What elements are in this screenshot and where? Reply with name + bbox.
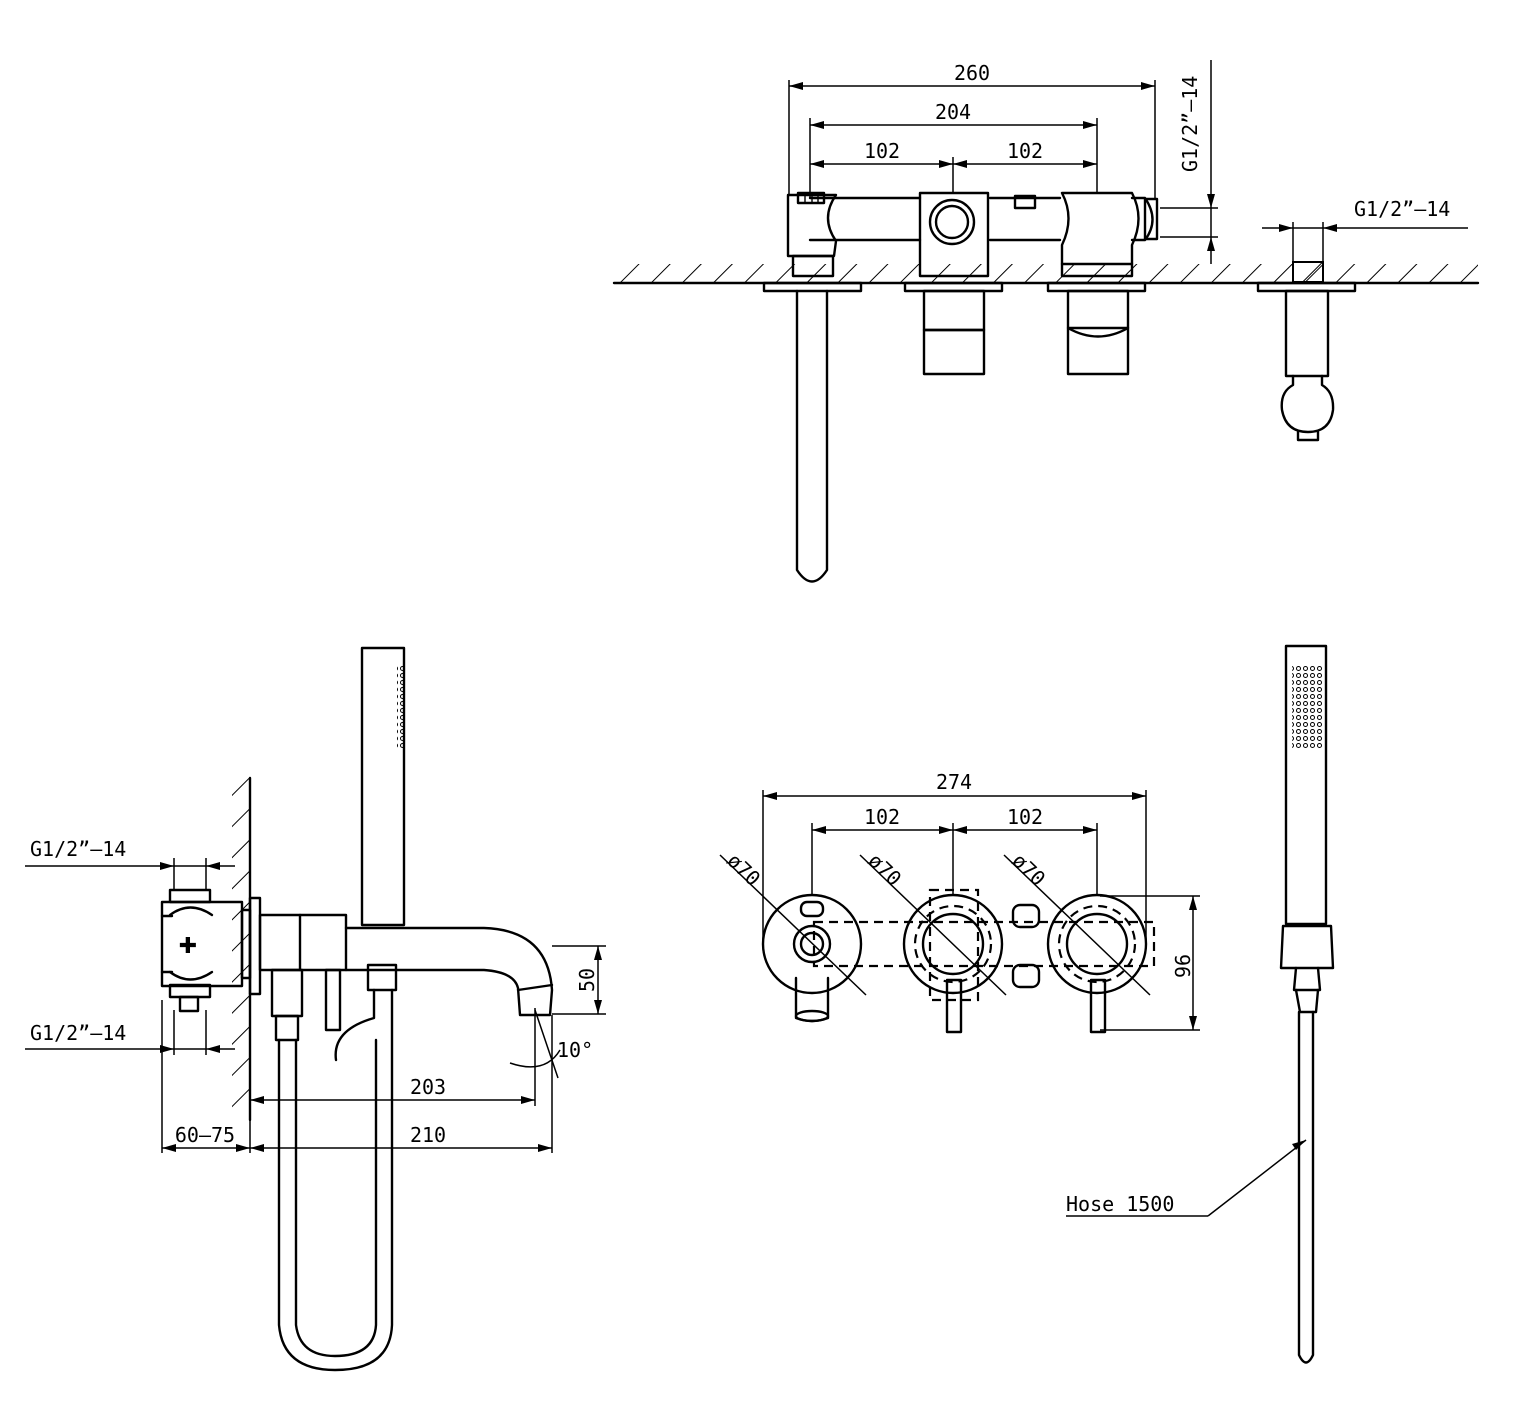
dim-10-degree: 10° [557,1038,593,1062]
front-view: 274 102 102 ø70 ø70 ø70 96 [719,770,1200,1034]
dia-70-right: ø70 [1008,848,1051,890]
cross-icon: ✚ [179,934,197,959]
in-wall-box: ✚ [160,888,262,1013]
dim-102-front-right: 102 [1007,805,1043,829]
thread-label-vertical: G1/2”–14 [1178,76,1202,172]
dim-260: 260 [954,61,990,85]
dim-210: 210 [410,1123,446,1147]
thread-label-lower: G1/2”–14 [30,1021,126,1045]
dia-70-left: ø70 [723,848,766,890]
dim-50: 50 [575,968,599,992]
hose-label: Hose 1500 [1066,1192,1174,1216]
dim-102-right: 102 [1007,139,1043,163]
dim-96: 96 [1171,954,1195,978]
valve-body-top [808,196,1159,242]
diverter-top [903,191,1037,376]
dia-70-mid: ø70 [864,848,907,890]
side-dimensions: G1/2”–14 G1/2”–14 50 10° 203 [25,837,606,1153]
dim-102-front-left: 102 [864,805,900,829]
handshower-holder-top [1256,261,1357,442]
spout-mount-top [762,191,863,583]
thread-label-upper: G1/2”–14 [30,837,126,861]
spout-side [258,646,554,1372]
mixer-top [1046,191,1147,376]
dim-203: 203 [410,1075,446,1099]
dim-204: 204 [935,100,971,124]
wall-hatching-top [612,264,1480,285]
side-view: ✚ G1/2”–14 [25,646,606,1372]
dim-102-left: 102 [864,139,900,163]
thread-label-handshower: G1/2”–14 [1354,197,1450,221]
dim-60-75: 60–75 [175,1123,235,1147]
top-dimensions: 260 204 102 102 G1/2”–14 [788,60,1468,264]
dim-274: 274 [936,770,972,794]
front-plates [761,888,1156,1034]
top-view: 260 204 102 102 G1/2”–14 [612,60,1480,583]
handshower-view: Hose 1500 [1066,644,1335,1364]
